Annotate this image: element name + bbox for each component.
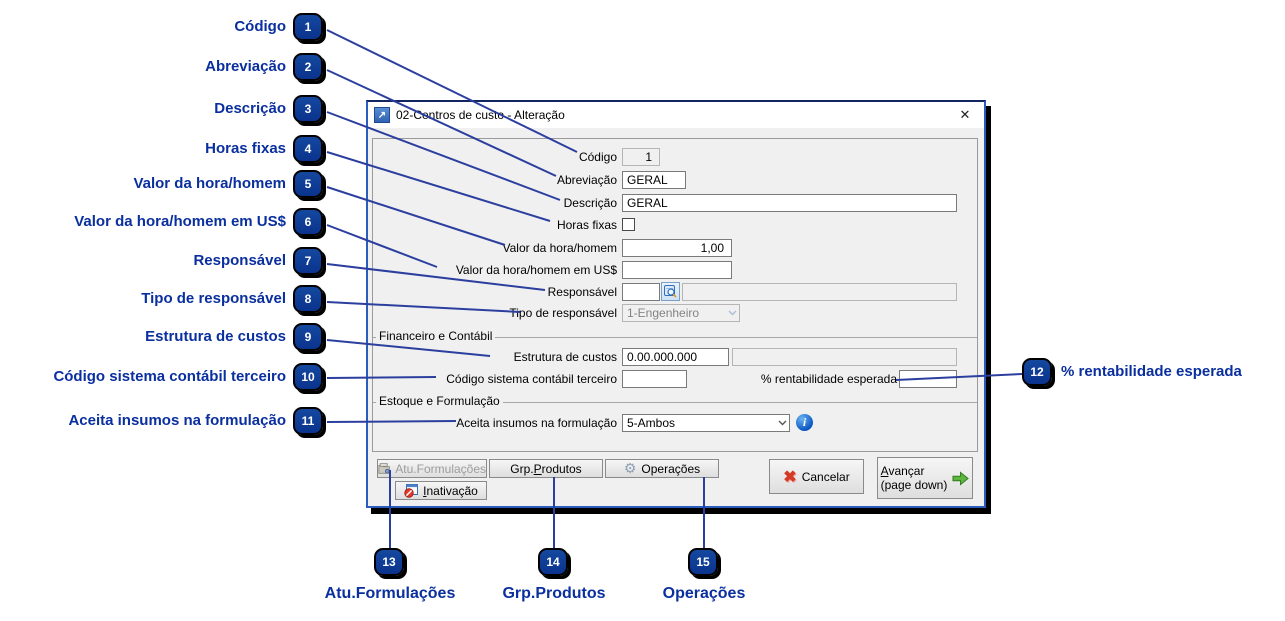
abreviacao-label: Abreviação	[556, 173, 617, 187]
callout-badge-6: 6	[293, 208, 323, 236]
grp-produtos-button[interactable]: Grp.Produtos	[489, 459, 603, 478]
callout-badge-9: 9	[293, 323, 323, 351]
callout-label-12: % rentabilidade esperada	[1061, 363, 1242, 380]
responsavel-search-button[interactable]	[661, 282, 680, 301]
title-bar: ↗ 02-Centros de custo - Alteração ✕	[368, 102, 984, 128]
callout-badge-11: 11	[293, 407, 323, 435]
green-arrow-right-icon	[952, 470, 970, 486]
callout-badge-14: 14	[538, 548, 568, 576]
callout-label-14: Grp.Produtos	[502, 585, 606, 602]
gear-icon: ⚙	[623, 460, 637, 476]
callout-label-4: Horas fixas	[205, 140, 286, 157]
callout-label-9: Estrutura de custos	[145, 328, 286, 345]
callout-badge-7: 7	[293, 247, 323, 275]
callout-badge-2: 2	[293, 53, 323, 81]
callout-badge-10: 10	[293, 363, 323, 391]
callout-badge-13: 13	[374, 548, 404, 576]
group-estoque: Estoque e Formulação	[373, 394, 977, 408]
group-estoque-label: Estoque e Formulação	[376, 394, 503, 408]
tipo-responsavel-value: 1-Engenheiro	[627, 306, 700, 320]
rentabilidade-label: % rentabilidade esperada	[760, 372, 897, 386]
valor-hora-usd-label: Valor da hora/homem em US$	[455, 263, 617, 277]
form-panel	[372, 138, 978, 452]
estrutura-desc-field	[732, 348, 957, 366]
inactivate-icon	[404, 483, 419, 498]
callout-label-7: Responsável	[193, 252, 286, 269]
callout-label-11: Aceita insumos na formulação	[68, 412, 286, 429]
abreviacao-input[interactable]: GERAL	[622, 171, 686, 189]
callout-badge-15: 15	[688, 548, 718, 576]
cancelar-button[interactable]: ✖ Cancelar	[769, 459, 864, 494]
responsavel-input[interactable]	[622, 283, 660, 301]
responsavel-desc-field	[682, 283, 957, 301]
avancar-button[interactable]: Avançar (page down)	[877, 457, 973, 499]
cancel-x-icon: ✖	[783, 468, 797, 486]
callout-label-13: Atu.Formulações	[324, 585, 456, 602]
callout-badge-5: 5	[293, 170, 323, 198]
rentabilidade-input[interactable]	[899, 370, 957, 388]
tipo-responsavel-label: Tipo de responsável	[509, 306, 617, 320]
callout-label-8: Tipo de responsável	[141, 290, 286, 307]
inativacao-button[interactable]: Inativação	[395, 481, 487, 500]
callout-label-3: Descrição	[214, 100, 286, 117]
valor-hora-label: Valor da hora/homem	[502, 241, 617, 255]
estrutura-label: Estrutura de custos	[513, 350, 617, 364]
cod-contabil-label: Código sistema contábil terceiro	[446, 372, 617, 386]
formulations-icon	[378, 463, 390, 474]
atu-formulacoes-button: Atu.Formulações	[377, 459, 487, 478]
aceita-insumos-select[interactable]: 5-Ambos	[622, 414, 790, 432]
responsavel-label: Responsável	[547, 285, 617, 299]
callout-badge-1: 1	[293, 13, 323, 41]
chevron-down-icon	[778, 420, 787, 426]
callout-label-6: Valor da hora/homem em US$	[74, 213, 286, 230]
chevron-down-icon	[728, 310, 737, 316]
info-icon[interactable]: i	[796, 414, 813, 431]
tipo-responsavel-select: 1-Engenheiro	[622, 304, 740, 322]
estrutura-input[interactable]: 0.00.000.000	[622, 348, 729, 366]
callout-badge-8: 8	[293, 285, 323, 313]
dialog-window: ↗ 02-Centros de custo - Alteração ✕ Códi…	[366, 100, 986, 508]
valor-hora-input[interactable]: 1,00	[622, 239, 732, 257]
operacoes-button[interactable]: ⚙ Operações	[605, 459, 719, 478]
callout-badge-4: 4	[293, 135, 323, 163]
horas-fixas-checkbox[interactable]	[622, 218, 635, 231]
group-financeiro-label: Financeiro e Contábil	[376, 329, 496, 343]
aceita-insumos-value: 5-Ambos	[627, 416, 676, 430]
window-title: 02-Centros de custo - Alteração	[396, 108, 565, 122]
cod-contabil-input[interactable]	[622, 370, 687, 388]
app-icon: ↗	[374, 107, 390, 123]
callout-label-2: Abreviação	[205, 58, 286, 75]
horas-fixas-label: Horas fixas	[556, 218, 617, 232]
codigo-label: Código	[578, 150, 617, 164]
callout-label-10: Código sistema contábil terceiro	[53, 368, 286, 385]
callout-badge-12: 12	[1022, 358, 1052, 386]
valor-hora-usd-input[interactable]	[622, 261, 732, 279]
callout-label-5: Valor da hora/homem	[133, 175, 286, 192]
search-icon	[664, 285, 677, 298]
group-financeiro: Financeiro e Contábil	[373, 329, 977, 343]
close-icon[interactable]: ✕	[959, 107, 971, 122]
codigo-input: 1	[622, 148, 660, 166]
aceita-insumos-label: Aceita insumos na formulação	[456, 416, 617, 430]
callout-badge-3: 3	[293, 95, 323, 123]
callout-label-15: Operações	[662, 585, 746, 602]
descricao-label: Descrição	[563, 196, 617, 210]
descricao-input[interactable]: GERAL	[622, 194, 957, 212]
callout-label-1: Código	[234, 18, 286, 35]
